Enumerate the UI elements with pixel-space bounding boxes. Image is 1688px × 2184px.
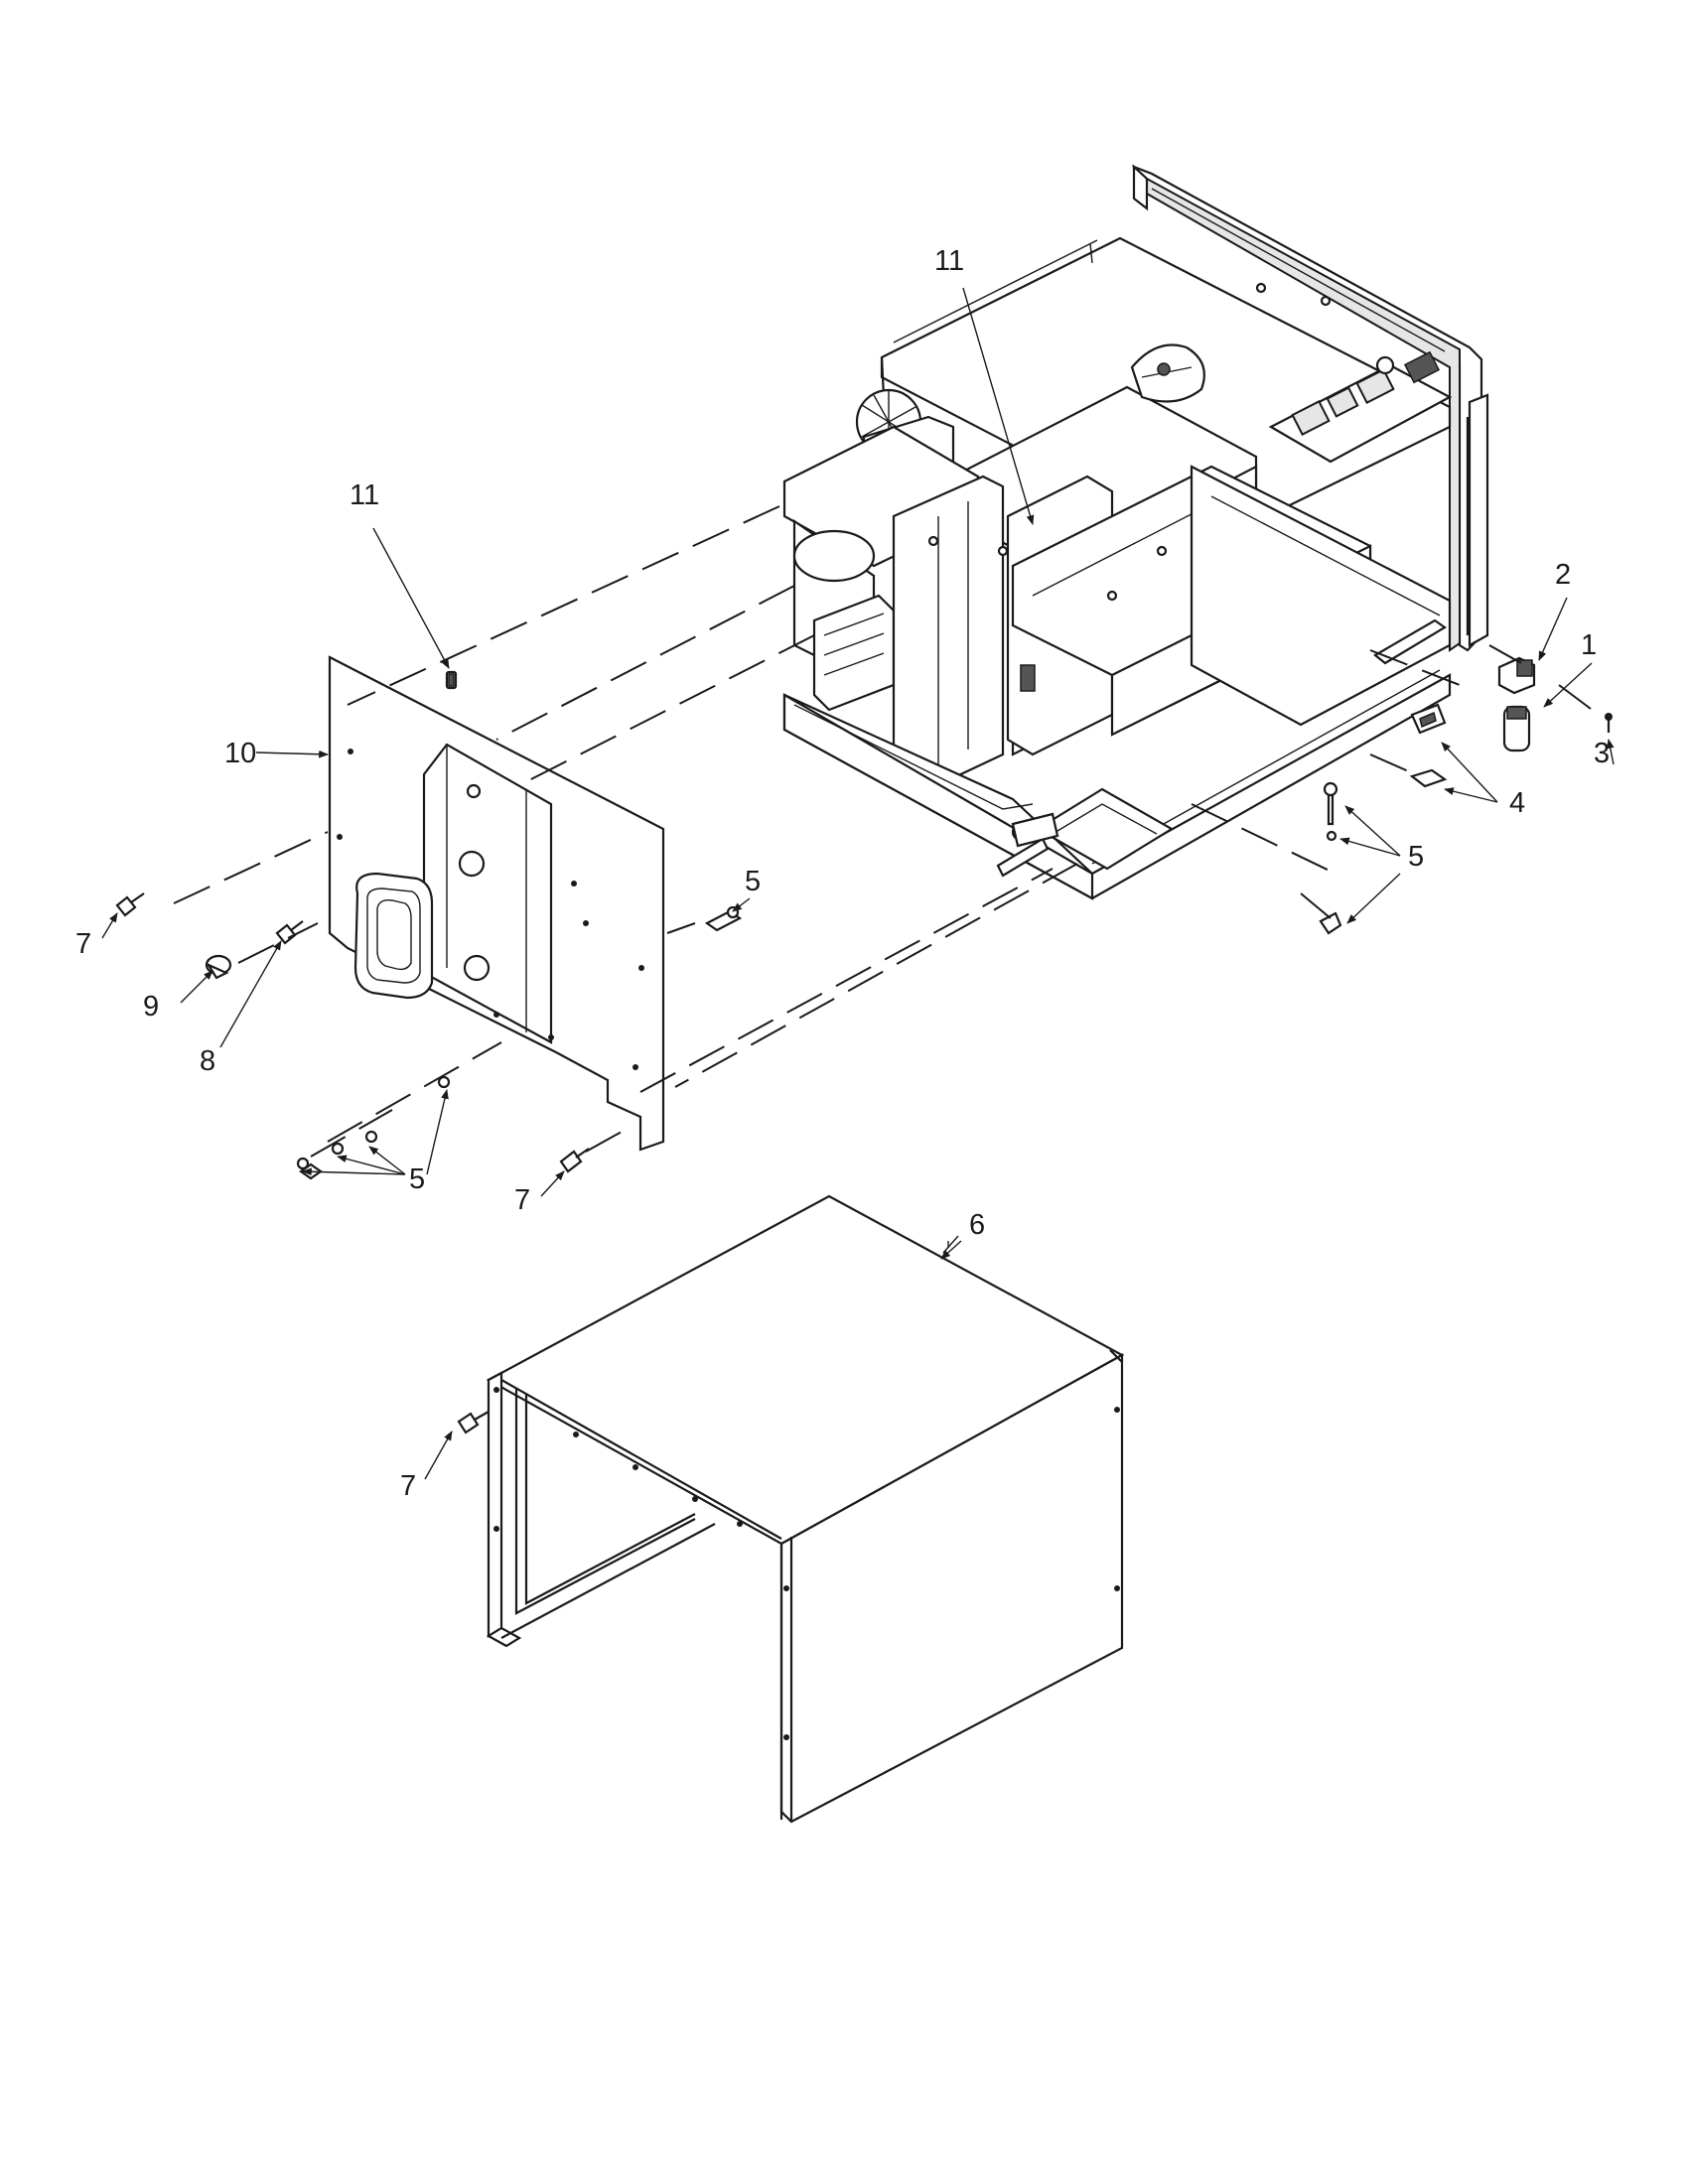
- screw-icon: [559, 1148, 590, 1173]
- stirrer-shaft: [996, 812, 1059, 878]
- callout-7-left: 7: [75, 928, 91, 960]
- callout-6: 6: [969, 1209, 985, 1241]
- callout-8: 8: [200, 1045, 215, 1077]
- screw-icon: [275, 920, 304, 945]
- harness-connector-icon: [1502, 705, 1531, 752]
- screw-icon: [115, 892, 145, 917]
- back-panel-icon: [328, 655, 665, 1152]
- front-frame: [1131, 164, 1489, 652]
- oven-chassis-assembly: [782, 164, 1489, 900]
- outer-wrapper-icon: [486, 1194, 1125, 1824]
- screw-icon: [457, 1411, 490, 1434]
- base-pan: [782, 618, 1452, 900]
- callout-7-mid: 7: [514, 1184, 530, 1216]
- plug-button-icon: [205, 954, 232, 980]
- callout-9: 9: [143, 991, 159, 1023]
- callout-labels: 11 11 10 2 1 3 4 5 5 5 7 9 8 7 6 7: [75, 245, 1610, 1502]
- nut-washer-icon: [1319, 781, 1342, 935]
- callout-4: 4: [1509, 787, 1525, 819]
- callout-11-top: 11: [934, 245, 964, 277]
- callout-5-right: 5: [1408, 841, 1424, 873]
- foot-pad-icon: [1409, 703, 1448, 788]
- explosion-lines: [173, 505, 1600, 1158]
- clip-icon: [445, 670, 458, 690]
- leader-lines: [101, 287, 1615, 1480]
- callout-7-bottom: 7: [400, 1470, 416, 1502]
- callout-11-left: 11: [350, 479, 379, 511]
- callout-3: 3: [1594, 738, 1610, 769]
- callout-2: 2: [1555, 559, 1571, 591]
- elbow-fitting-icon: [1497, 656, 1536, 695]
- callout-10: 10: [224, 738, 256, 769]
- callout-5-left: 5: [409, 1163, 425, 1195]
- callout-1: 1: [1581, 629, 1597, 661]
- control-board: [1268, 350, 1453, 464]
- callout-5-mid: 5: [745, 866, 761, 897]
- screw-icon: [1605, 713, 1613, 733]
